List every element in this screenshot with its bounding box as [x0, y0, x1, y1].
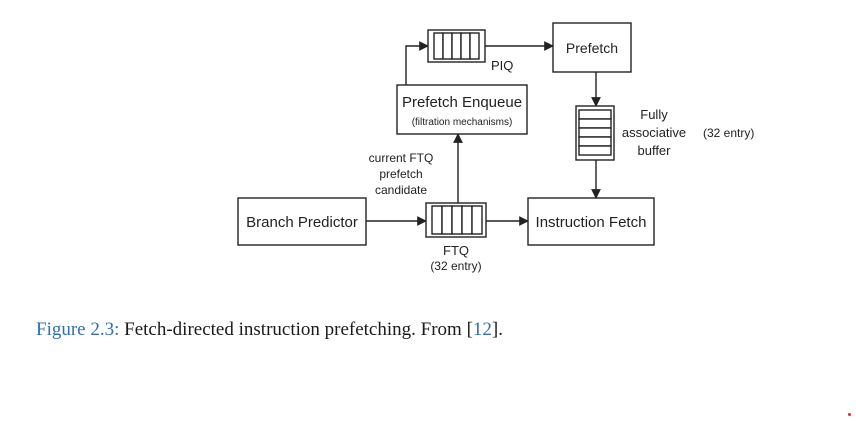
piq-label: PIQ	[491, 58, 513, 73]
edge-label-line3: candidate	[375, 183, 427, 197]
buffer-label-line1: Fully	[640, 107, 668, 122]
prefetch-enqueue-label: Prefetch Enqueue	[402, 94, 522, 111]
page-marker-dot	[848, 413, 851, 416]
edge-label-line2: prefetch	[379, 167, 422, 181]
ftq-label: FTQ	[443, 243, 469, 258]
edge-label-line1: current FTQ	[369, 151, 434, 165]
figure-caption: Figure 2.3: Fetch-directed instruction p…	[36, 319, 503, 341]
figure-label[interactable]: Figure 2.3:	[36, 319, 120, 340]
ftq-size-label: (32 entry)	[430, 259, 481, 273]
branch-predictor-block	[237, 197, 367, 246]
citation-link[interactable]: 12	[472, 319, 492, 340]
prefetch-label: Prefetch	[566, 40, 618, 56]
buffer-label-line2: associative	[622, 125, 686, 140]
branch-predictor-label: Branch Predictor	[246, 214, 358, 231]
buffer-size-label: (32 entry)	[703, 126, 754, 140]
prefetch-enqueue-sublabel: (filtration mechanisms)	[412, 117, 513, 128]
prefetch-enqueue-block	[396, 84, 528, 135]
instruction-fetch-block	[527, 197, 655, 246]
ftq-queue	[425, 202, 487, 238]
caption-end: ].	[491, 319, 503, 340]
fully-associative-buffer	[575, 105, 615, 161]
prefetch-block	[552, 22, 632, 73]
buffer-label-line3: buffer	[637, 143, 671, 158]
piq-queue	[427, 29, 486, 63]
caption-text: Fetch-directed instruction prefetching. …	[119, 319, 473, 340]
prefetch-diagram: PIQ Prefetch Prefetch Enqueue (filtratio…	[237, 22, 754, 273]
instruction-fetch-label: Instruction Fetch	[536, 214, 647, 231]
arrow-enqueue-to-piq	[405, 41, 429, 85]
connections	[366, 41, 601, 226]
